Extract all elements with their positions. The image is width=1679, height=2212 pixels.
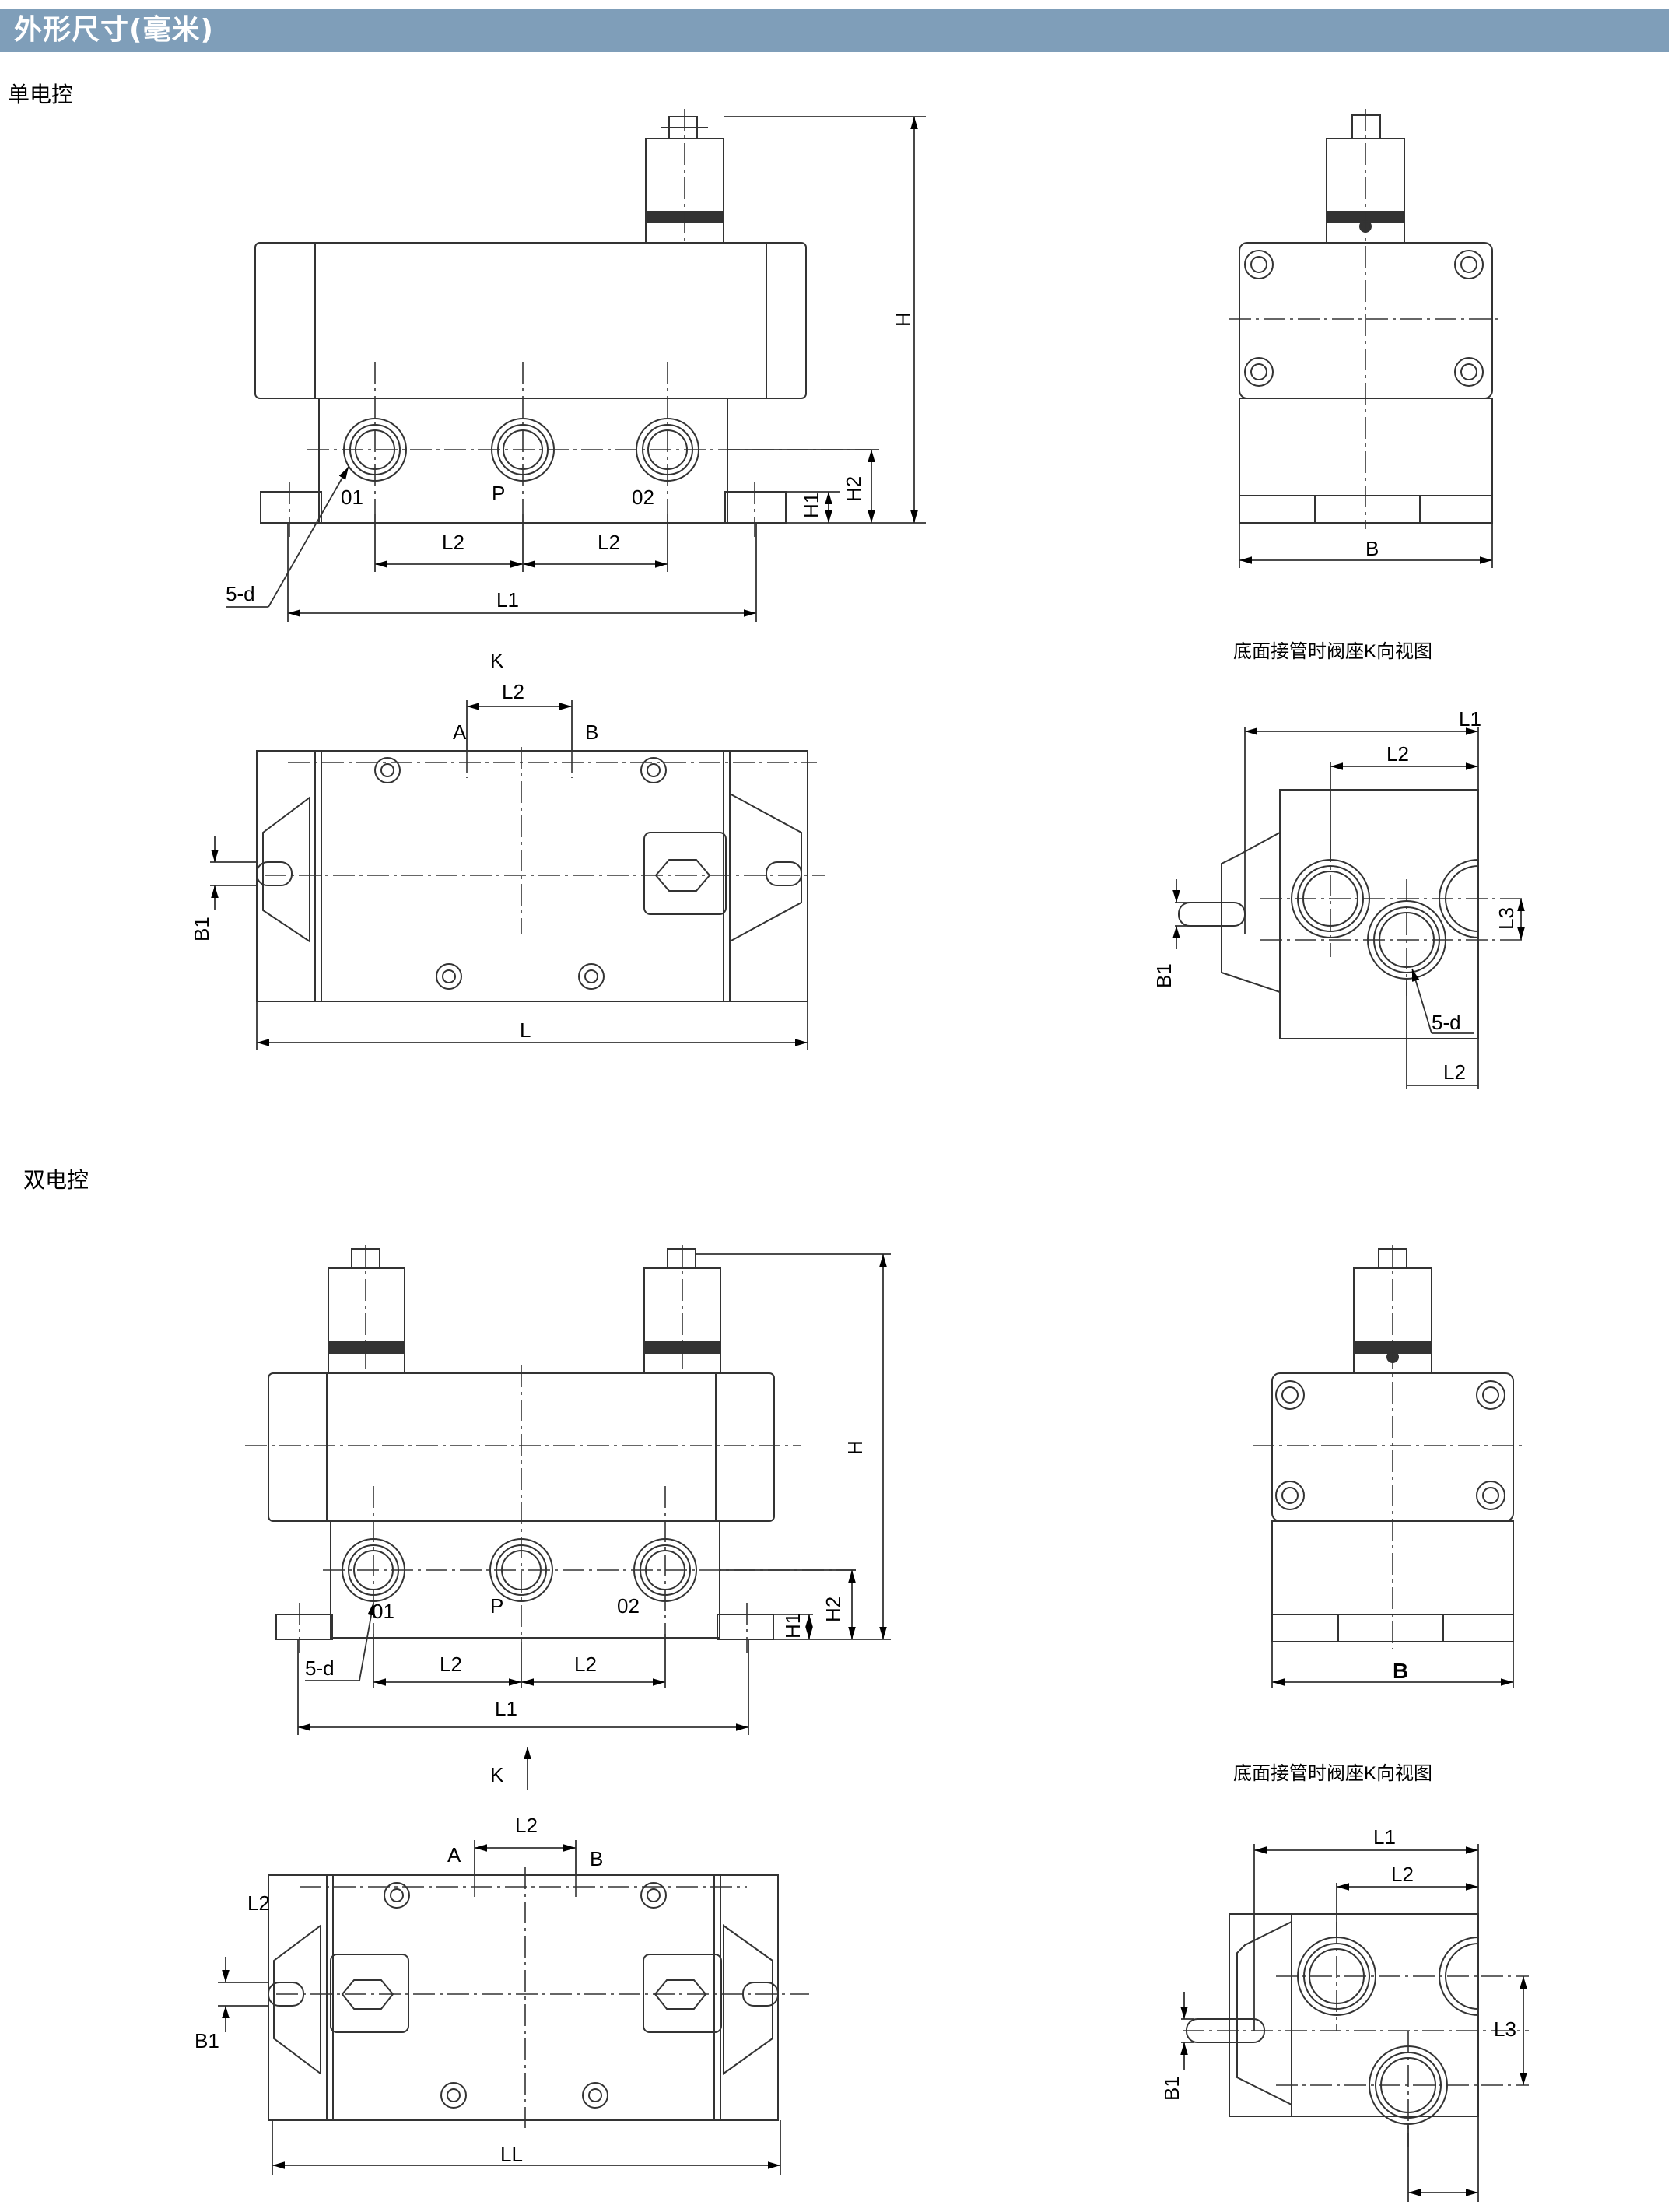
view-label-k: K [490, 1763, 504, 1786]
dim-label-l2: L2 [1443, 1060, 1466, 1084]
dim-label-h1: H1 [781, 1613, 804, 1639]
dim-label-l3: L3 [1494, 2017, 1516, 2041]
port-label-p: P [490, 1594, 503, 1618]
port-label-a: A [453, 720, 467, 744]
dim-label-5d: 5-d [1432, 1011, 1461, 1034]
dim-label-l2: L2 [598, 531, 620, 554]
dim-label-h: H [892, 312, 915, 327]
dim-label-b1: B1 [190, 917, 213, 941]
dim-label-h: H [843, 1440, 867, 1455]
dim-label-h2: H2 [822, 1597, 845, 1622]
section-title-double: 双电控 [23, 1167, 89, 1193]
single-front-centerlines [289, 109, 871, 537]
dim-label-l2: L2 [442, 531, 464, 554]
dim-label-ll: LL [500, 2143, 523, 2166]
single-top-view [256, 750, 808, 1002]
port-label-01: 01 [372, 1600, 394, 1623]
dim-label-b: B [1393, 1659, 1408, 1683]
dim-label-l2: L2 [574, 1653, 597, 1676]
port-label-p: P [492, 482, 505, 505]
dim-label-l2: L2 [515, 1814, 538, 1837]
port-label-01: 01 [341, 486, 363, 509]
port-label-b: B [585, 720, 598, 744]
single-front-labels: 01 P 02 L2 L2 L1 5-d H H2 H1 [226, 312, 915, 612]
dim-label-l1: L1 [495, 1697, 517, 1720]
dim-label-l3: L3 [1495, 907, 1518, 930]
dim-label-5d: 5-d [226, 582, 255, 605]
dim-label-l1: L1 [1459, 707, 1481, 731]
single-front-view [254, 116, 807, 524]
dim-label-l1: L1 [496, 588, 519, 612]
dim-label-b1: B1 [195, 2029, 219, 2052]
dim-label-l2: L2 [440, 1653, 462, 1676]
section-title-single: 单电控 [8, 82, 74, 107]
page-title: 外形尺寸(毫米) [14, 14, 214, 46]
double-port-view [1186, 1913, 1479, 2125]
dim-label-h1: H1 [800, 493, 823, 518]
dim-label-b1: B1 [1160, 2076, 1183, 2101]
port-label-02: 02 [617, 1594, 640, 1618]
caption-bottom-view-1: 底面接管时阀座K向视图 [1233, 641, 1432, 662]
single-front-dimensions [226, 116, 926, 622]
dim-label-b: B [1365, 537, 1379, 560]
view-label-k: K [490, 649, 504, 672]
dim-label-l1: L1 [1373, 1825, 1396, 1849]
dim-label-h2: H2 [842, 476, 865, 502]
dim-label-5d: 5-d [305, 1656, 335, 1680]
dim-label-l2: L2 [502, 680, 524, 703]
port-label-02: 02 [632, 486, 654, 509]
dim-label-l2: L2 [1386, 742, 1409, 766]
caption-bottom-view-2: 底面接管时阀座K向视图 [1233, 1763, 1432, 1784]
port-label-b: B [590, 1847, 603, 1870]
dim-label-l2: L2 [1391, 1863, 1414, 1886]
dim-label-l: L [520, 1018, 531, 1042]
dim-label-b1: B1 [1152, 963, 1176, 988]
header-bar: 外形尺寸(毫米) [0, 9, 1669, 52]
single-port-view [1178, 789, 1479, 1039]
port-label-a: A [447, 1843, 461, 1867]
double-top-view [268, 1874, 779, 2121]
dim-label-l2: L2 [247, 1891, 270, 1915]
